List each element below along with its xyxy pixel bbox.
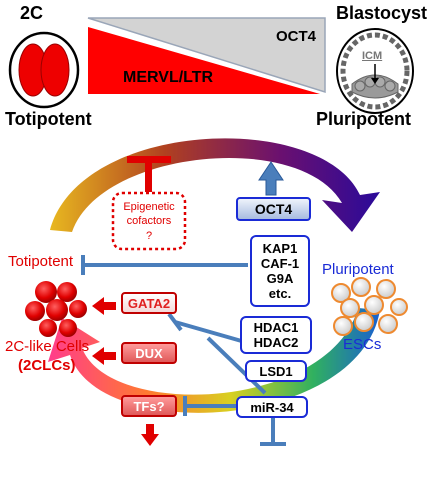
escs-label: ESCs [343, 336, 382, 353]
mervl-wedge-label: MERVL/LTR [123, 69, 214, 86]
hdac1-label: HDAC1 [253, 320, 299, 335]
totipotent-cycle-label: Totipotent [8, 253, 74, 270]
gata2-arrow [92, 297, 116, 315]
dux-arrow [92, 347, 116, 365]
icm-label: ICM [362, 50, 383, 62]
mir34-box: miR-34 [236, 396, 308, 418]
inhibit-bar [127, 156, 171, 163]
pluripotent-cycle-label: Pluripotent [322, 261, 394, 278]
inhibit-stem [145, 160, 152, 192]
oct4-up-arrow [258, 161, 284, 196]
oct4-wedge [87, 17, 326, 94]
two-cell-like-cells [25, 281, 87, 337]
totipotent-header-label: Totipotent [5, 109, 92, 129]
blastocyst-label: Blastocyst [336, 3, 427, 23]
epigenetic-cofactors-box [111, 191, 187, 251]
pluripotent-header-label: Pluripotent [316, 109, 411, 129]
gata2-box: GATA2 [121, 292, 177, 314]
mervl-wedge [88, 27, 320, 94]
esc-cells [331, 277, 408, 336]
oct4-box: OCT4 [236, 197, 311, 221]
kap1-caf1-g9a-box: KAP1 CAF-1 G9A etc. [250, 235, 310, 307]
caf1-label: CAF-1 [260, 256, 300, 271]
bottom-cycle-arrow [48, 308, 380, 413]
g9a-label: G9A [266, 271, 294, 286]
two-clc-label: 2C-like Cells [5, 338, 90, 355]
top-cycle-arrow [50, 138, 380, 232]
kap1-label: KAP1 [262, 241, 298, 256]
epigenetic-line2: cofactors [126, 215, 172, 227]
blastocyst [336, 28, 414, 114]
epigenetic-line1: Epigenetic [123, 201, 175, 213]
dux-box: DUX [121, 342, 177, 364]
oct4-wedge-label: OCT4 [276, 28, 317, 45]
blastomere [40, 43, 70, 97]
hdac2-label: HDAC2 [253, 335, 299, 350]
two-clc-abbrev-label: (2CLCs) [18, 357, 76, 374]
hdac-box: HDAC1 HDAC2 [240, 316, 312, 354]
two-cell-stage-label: 2C [20, 3, 44, 23]
lsd1-box: LSD1 [245, 360, 307, 382]
tfs-box: TFs? [121, 395, 177, 417]
etc-label: etc. [268, 286, 292, 301]
epigenetic-line3: ? [145, 230, 153, 242]
tfs-down-arrow [141, 424, 159, 446]
inhibition-lines [81, 255, 286, 446]
